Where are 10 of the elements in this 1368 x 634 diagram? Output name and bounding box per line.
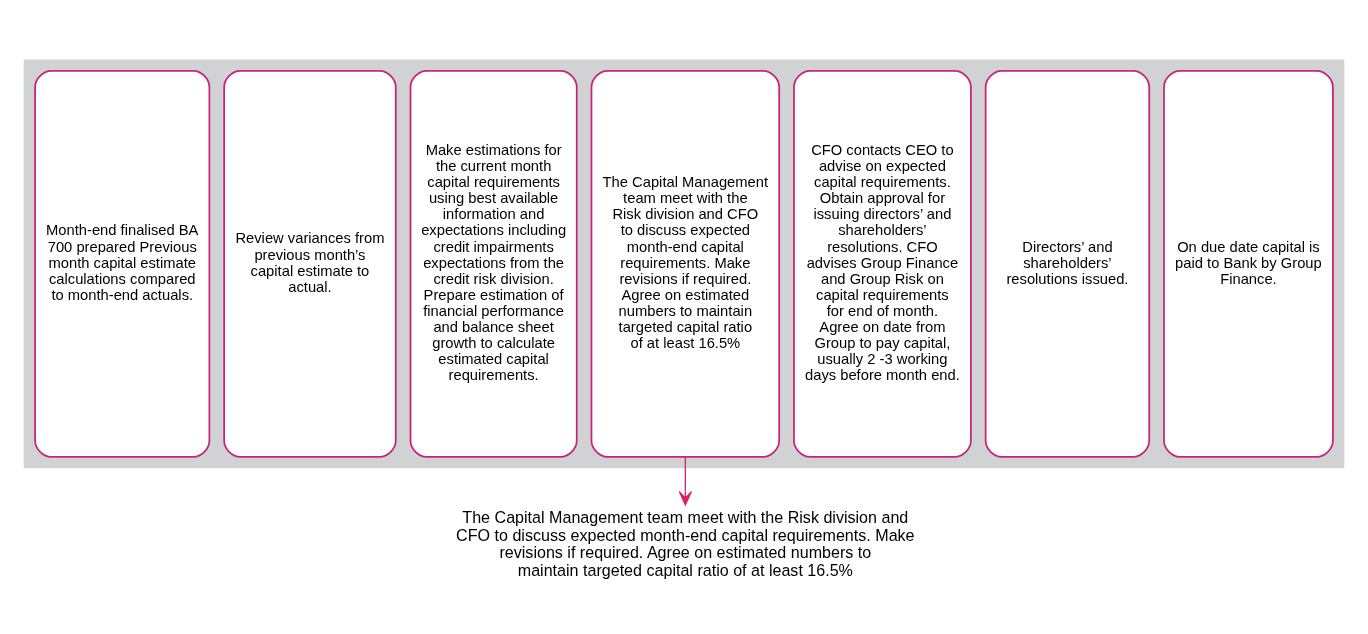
arrow	[678, 455, 693, 506]
node-box: Directors’ and shareholders’ resolutions issued.	[984, 69, 1151, 458]
node-box: Review variances from previous month’s capital estimate to actual.	[223, 69, 397, 458]
node-box: CFO contacts CEO to advise on expected capital requirements. Obtain approval for issuing directors’ and shareholders’ resolutions. CFO advises Group Finance and Group Risk on capital requirements for end of month. Agree on date from Group to pay capital, usually 2 -3 working days before month end.	[793, 69, 972, 458]
node-box: Make estimations for the current month capital requirements using best available information and expectations including credit impairments expectations from the credit risk division. Prepare estimation of financial performance and balance sheet growth to calculate estimated capital requirements.	[409, 69, 578, 458]
node-box: The Capital Management team meet with the Risk division and CFO to discuss expected month-end capital requirements. Make revisions if required. Agree on estimated numbers to maintain targeted capital ratio of at least 16.5%	[590, 69, 781, 458]
cluster	[23, 58, 1345, 468]
node-text: The Capital Management team meet with the Risk division and CFO to discuss expected month-end capital requirements. Make revisions if required. Agree on estimated numbers to maintain targeted capital ratio of at least 16.5%	[456, 507, 915, 579]
node-box: Month-end finalised BA 700 prepared Previous month capital estimate calculations compared to month-end actuals.	[34, 69, 211, 458]
node-box: On due date capital is paid to Bank by Group Finance.	[1163, 69, 1334, 458]
